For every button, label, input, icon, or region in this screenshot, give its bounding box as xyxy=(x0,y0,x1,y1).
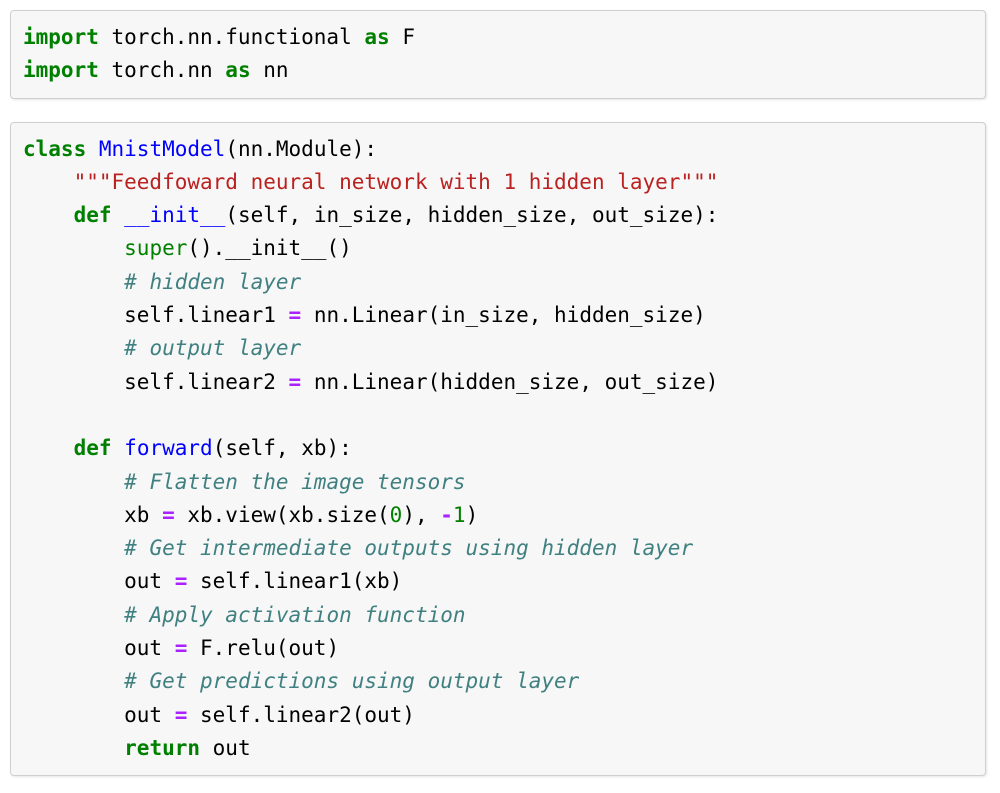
code-token: (self, in_size, hidden_size, out_size): xyxy=(225,203,719,228)
code-cell-list: import torch.nn.functional as F import t… xyxy=(10,10,986,777)
code-token: def xyxy=(73,203,112,228)
code-token: return xyxy=(124,735,201,760)
code-token: import xyxy=(23,58,99,83)
code-source[interactable]: import torch.nn.functional as F import t… xyxy=(23,21,973,88)
code-token: out xyxy=(23,569,175,594)
code-cell-cell-imports[interactable]: import torch.nn.functional as F import t… xyxy=(10,10,986,99)
code-token xyxy=(23,436,74,460)
code-token xyxy=(23,203,74,227)
code-token xyxy=(112,203,125,227)
code-token xyxy=(23,336,124,360)
code-token: ().__init__() xyxy=(187,236,352,261)
code-token: self.linear2(out) xyxy=(187,702,415,727)
code-line: # Apply activation function xyxy=(23,602,466,627)
code-token: F xyxy=(389,25,415,49)
code-token: as xyxy=(225,58,251,83)
code-token: = xyxy=(174,636,188,661)
code-token: self.linear1 xyxy=(23,303,289,328)
code-line: # Flatten the image tensors xyxy=(23,469,466,494)
code-token xyxy=(23,236,124,260)
code-token: MnistModel xyxy=(98,136,226,161)
code-token: def xyxy=(73,436,112,461)
code-token: torch.nn xyxy=(98,58,226,83)
code-token: self.linear1(xb) xyxy=(187,569,403,594)
code-token xyxy=(23,470,124,494)
code-token: # Flatten the image tensors xyxy=(124,469,466,494)
code-token: # output layer xyxy=(124,336,302,361)
code-line: return out xyxy=(23,735,251,760)
code-token xyxy=(23,603,124,627)
code-token: super xyxy=(124,236,188,261)
code-token: nn xyxy=(250,58,289,83)
code-token: xb xyxy=(23,502,163,527)
code-line: """Feedfoward neural network with 1 hidd… xyxy=(23,169,719,194)
code-token: ), xyxy=(402,502,441,527)
code-line: xb = xb.view(xb.size(0), -1) xyxy=(23,503,478,527)
code-token: - xyxy=(440,502,453,527)
code-token: xb.view(xb.size( xyxy=(174,502,390,527)
code-token: 1 xyxy=(452,502,466,527)
code-line: class MnistModel(nn.Module): xyxy=(23,137,377,161)
code-token: out xyxy=(200,735,251,760)
code-line: super().__init__() xyxy=(23,236,352,260)
code-line: def __init__(self, in_size, hidden_size,… xyxy=(23,203,719,228)
code-token: = xyxy=(162,502,175,527)
code-token: = xyxy=(288,369,302,394)
code-token: nn.Linear(hidden_size, out_size) xyxy=(301,369,719,394)
code-token xyxy=(23,170,74,194)
code-cell-cell-model[interactable]: class MnistModel(nn.Module): """Feedfowa… xyxy=(10,121,986,777)
code-token: # Get intermediate outputs using hidden … xyxy=(124,536,694,561)
code-token: # hidden layer xyxy=(124,269,302,294)
code-token: # Get predictions using output layer xyxy=(124,669,580,694)
code-token: torch.nn.functional xyxy=(98,25,365,49)
code-line: def forward(self, xb): xyxy=(23,436,352,460)
code-token: = xyxy=(174,569,188,594)
code-token: ) xyxy=(465,502,479,527)
code-line: self.linear1 = nn.Linear(in_size, hidden… xyxy=(23,303,706,327)
code-token: forward xyxy=(124,436,213,461)
code-line: import torch.nn.functional as F xyxy=(23,25,415,49)
code-source[interactable]: class MnistModel(nn.Module): """Feedfowa… xyxy=(23,133,973,766)
code-token: = xyxy=(288,303,302,328)
code-line: # Get intermediate outputs using hidden … xyxy=(23,536,693,560)
code-token xyxy=(112,436,125,460)
code-line: out = F.relu(out) xyxy=(23,636,339,660)
code-line: # output layer xyxy=(23,336,301,360)
code-line: # Get predictions using output layer xyxy=(23,669,579,693)
code-token: self.linear2 xyxy=(23,369,289,394)
code-token xyxy=(23,736,124,760)
code-token xyxy=(23,669,124,693)
code-line: import torch.nn as nn xyxy=(23,58,289,82)
code-token: out xyxy=(23,636,175,661)
code-token: = xyxy=(174,702,188,727)
code-token xyxy=(86,137,99,161)
code-token: """Feedfoward neural network with 1 hidd… xyxy=(73,169,719,194)
code-line: self.linear2 = nn.Linear(hidden_size, ou… xyxy=(23,370,718,394)
code-token xyxy=(23,270,124,294)
code-token: (nn.Module): xyxy=(225,136,378,161)
code-token: import xyxy=(23,25,99,49)
code-token: __init__ xyxy=(124,203,226,228)
code-token: nn.Linear(in_size, hidden_size) xyxy=(301,303,706,328)
code-line: out = self.linear1(xb) xyxy=(23,569,402,593)
code-token: # Apply activation function xyxy=(124,602,466,627)
code-line: out = self.linear2(out) xyxy=(23,703,415,727)
code-line: # hidden layer xyxy=(23,270,301,294)
code-token: class xyxy=(23,136,87,161)
code-token: 0 xyxy=(389,502,403,527)
code-token: as xyxy=(364,25,390,49)
code-token: F.relu(out) xyxy=(187,636,340,661)
code-token: out xyxy=(23,702,175,727)
code-token: (self, xb): xyxy=(212,436,352,461)
code-token xyxy=(23,536,124,560)
